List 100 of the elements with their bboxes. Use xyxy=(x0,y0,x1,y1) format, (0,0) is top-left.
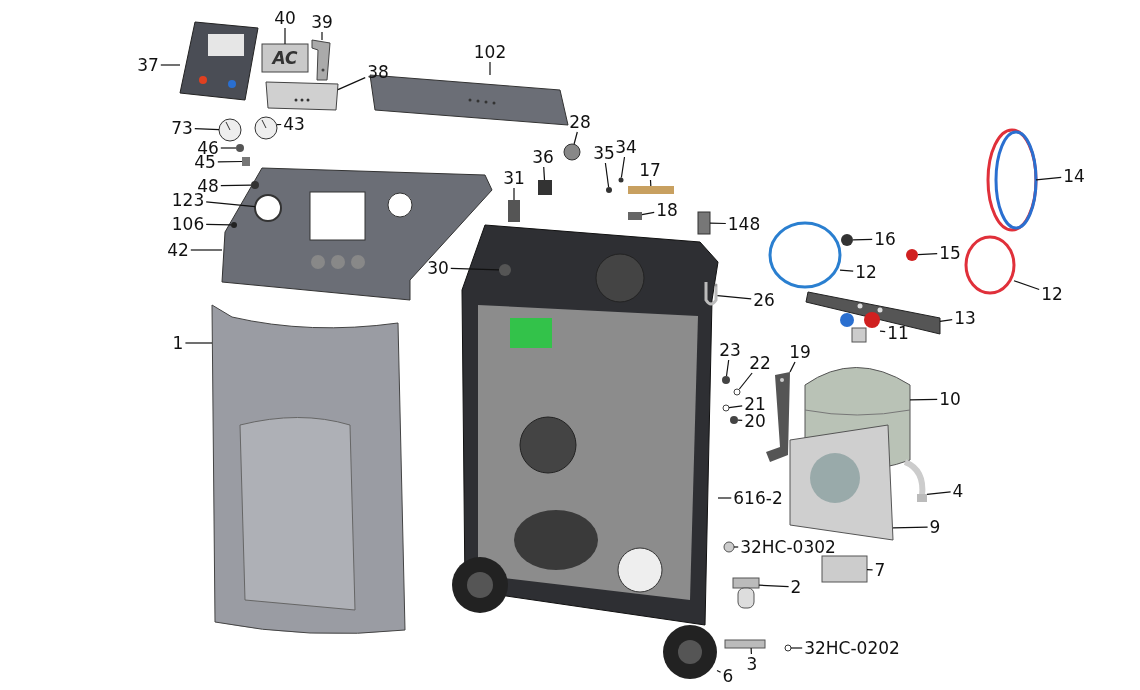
leader-line xyxy=(716,669,722,673)
fitting-drawing xyxy=(236,144,244,152)
callout-number: 20 xyxy=(744,412,766,430)
clip-drawing xyxy=(628,212,642,220)
callout-number: 39 xyxy=(311,13,333,31)
callout-number: 17 xyxy=(639,161,661,179)
hinge-drawing xyxy=(697,211,711,235)
leader-line xyxy=(160,64,181,66)
display-text: AC xyxy=(272,49,298,67)
leader-line xyxy=(728,405,743,409)
callout-number: 9 xyxy=(929,518,941,536)
leader-line xyxy=(926,491,952,495)
handle-drawing xyxy=(508,200,520,222)
callout-number: 42 xyxy=(167,241,189,259)
leader-line xyxy=(790,647,803,649)
callout-number: 14 xyxy=(1063,167,1085,185)
callout-number: 19 xyxy=(789,343,811,361)
ring-drawing xyxy=(784,644,792,652)
leader-line xyxy=(194,128,220,131)
callout-number: 616-2 xyxy=(733,489,783,507)
ring-drawing xyxy=(722,404,730,412)
gauge-drawing xyxy=(254,116,278,140)
wheel-drawing xyxy=(663,625,717,679)
leader-line xyxy=(337,77,366,91)
callout-number: 3 xyxy=(746,655,758,673)
callout-number: 4 xyxy=(952,482,964,500)
callout-number: 6 xyxy=(722,667,734,685)
bracket-drawing xyxy=(789,424,894,541)
callout-number: 31 xyxy=(503,169,525,187)
leader-line xyxy=(489,61,491,76)
callout-number: 18 xyxy=(656,201,678,219)
leader-line xyxy=(620,156,626,179)
callout-number: 32HC-0202 xyxy=(804,639,900,657)
screw-drawing xyxy=(231,222,237,228)
leader-line xyxy=(758,584,790,588)
bracket-drawing xyxy=(311,39,331,81)
callout-number: 13 xyxy=(954,309,976,327)
callout-number: 15 xyxy=(939,244,961,262)
callout-number: 26 xyxy=(753,291,775,309)
fitting-drawing xyxy=(628,186,674,194)
leader-line xyxy=(205,223,232,226)
callout-number: 34 xyxy=(615,138,637,156)
callout-number: 12 xyxy=(855,263,877,281)
callout-number: 11 xyxy=(887,324,909,342)
plate-drawing xyxy=(265,81,339,111)
leader-line xyxy=(737,419,743,421)
leader-line xyxy=(725,359,730,377)
leader-line xyxy=(220,184,252,187)
keypad-drawing xyxy=(179,21,259,101)
leader-line xyxy=(604,162,610,188)
valve-drawing xyxy=(840,312,880,343)
callout-number: 2 xyxy=(790,578,802,596)
cabinet-drawing xyxy=(452,224,719,626)
callout-number: 43 xyxy=(283,115,305,133)
knob-drawing xyxy=(563,143,581,161)
leader-line xyxy=(276,123,282,126)
leader-line xyxy=(573,131,578,145)
leader-line xyxy=(892,526,929,529)
leader-line xyxy=(649,179,652,187)
leader-line xyxy=(738,372,753,390)
leader-line xyxy=(709,222,727,225)
callout-number: 22 xyxy=(749,354,771,372)
callout-number: 10 xyxy=(939,390,961,408)
leader-line xyxy=(717,497,732,499)
callout-number: 32HC-0302 xyxy=(740,538,836,556)
leader-line xyxy=(839,269,854,272)
leader-line xyxy=(321,31,323,41)
leader-line xyxy=(184,342,213,344)
leader-line xyxy=(543,166,546,181)
callout-number: 102 xyxy=(473,43,507,61)
callout-number: 12 xyxy=(1041,285,1063,303)
leader-line xyxy=(750,647,752,655)
callout-number: 40 xyxy=(274,9,296,27)
callout-number: 23 xyxy=(719,341,741,359)
callout-number: 73 xyxy=(171,119,193,137)
hose-drawing xyxy=(986,128,1038,232)
gauge-drawing xyxy=(218,118,242,142)
screw-drawing xyxy=(606,187,612,193)
callout-number: 1 xyxy=(172,334,184,352)
leader-line xyxy=(939,319,953,322)
callout-number: 7 xyxy=(874,561,886,579)
callout-number: 16 xyxy=(874,230,896,248)
pipe-drawing xyxy=(903,459,927,502)
callout-number: 37 xyxy=(137,56,159,74)
screw-drawing xyxy=(251,181,259,189)
callout-number: 35 xyxy=(593,144,615,162)
screw-drawing xyxy=(618,177,624,183)
leader-line xyxy=(866,569,874,571)
hook-drawing xyxy=(704,282,718,306)
leader-line xyxy=(917,253,938,256)
leader-line xyxy=(789,361,796,373)
block-drawing xyxy=(821,555,868,583)
leader-line xyxy=(1035,176,1062,181)
leader-line xyxy=(879,330,886,333)
fitting-drawing xyxy=(242,157,250,166)
leader-line xyxy=(733,546,739,548)
leader-line xyxy=(284,27,286,45)
leader-line xyxy=(205,201,256,208)
leader-line xyxy=(909,398,938,401)
callout-number: 106 xyxy=(171,215,205,233)
